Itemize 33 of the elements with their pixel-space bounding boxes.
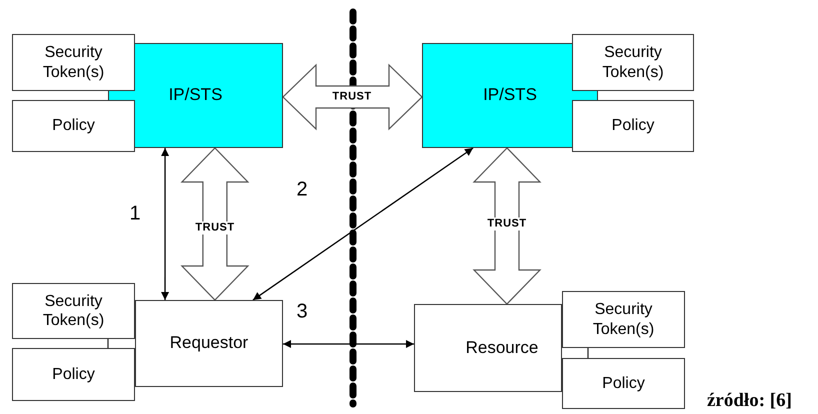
box-label: Security Token(s) (42, 43, 106, 82)
box-label: Security Token(s) (42, 292, 106, 330)
box-label: Policy (610, 116, 656, 136)
block-arrow (472, 147, 542, 305)
box-label: Policy (51, 116, 96, 136)
info-box (12, 34, 135, 91)
edge-label: 3 (296, 300, 308, 324)
box-label: IP/STS (483, 85, 537, 106)
info-box (12, 100, 135, 152)
edge-label: 2 (296, 178, 308, 202)
service-box (135, 300, 283, 387)
info-box (572, 34, 694, 91)
box-label: Policy (601, 374, 646, 394)
box-label: Security Token(s) (601, 43, 665, 82)
block-arrow (180, 147, 250, 301)
arrow (283, 340, 414, 348)
box-label: Requestor (170, 333, 248, 354)
info-box (572, 100, 694, 152)
source-note: źródło: [6] (707, 390, 792, 412)
arrow (252, 147, 474, 301)
info-box (12, 283, 135, 339)
info-box (12, 348, 135, 401)
box-label: Policy (51, 364, 96, 384)
info-box (562, 358, 685, 409)
box-label: Security Token(s) (592, 300, 656, 339)
box-label: IP/STS (168, 85, 222, 106)
edge-label: TRUST (193, 222, 237, 234)
arrow (161, 148, 170, 300)
service-box (414, 304, 562, 392)
edge-label: 1 (129, 202, 141, 226)
info-box (562, 291, 685, 348)
box-label: Resource (466, 338, 538, 358)
edge-label: TRUST (485, 218, 529, 230)
